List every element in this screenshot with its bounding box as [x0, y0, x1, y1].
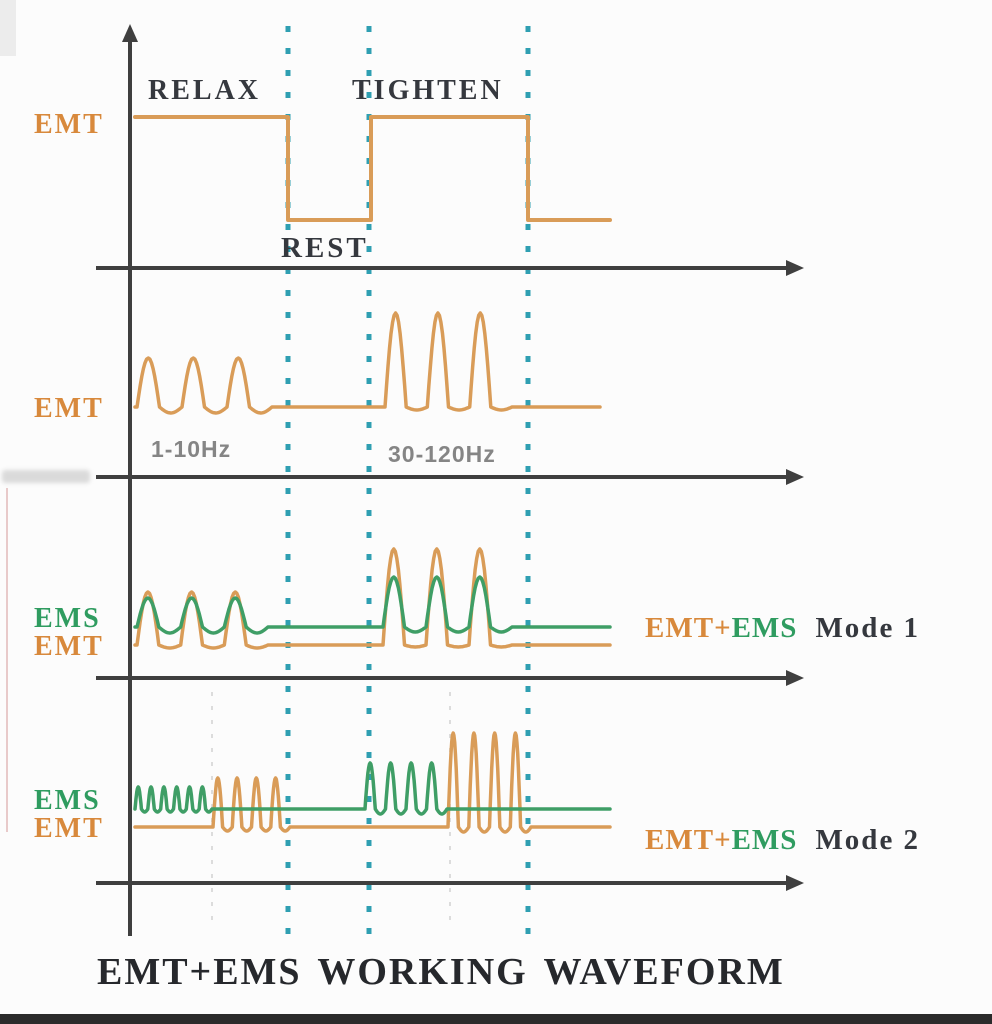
- panel4-emt-label: EMT: [34, 813, 104, 844]
- watermark-smudge: [2, 470, 90, 483]
- time-axis-arrowhead: [786, 260, 804, 276]
- scan-artifact: [0, 0, 16, 56]
- panel3-ems-label: EMS: [34, 603, 101, 634]
- panel4-ems-wave: [133, 761, 612, 816]
- mode2-legend-emt: EMT: [645, 824, 715, 856]
- mode1-legend-ems: EMS: [731, 612, 798, 644]
- bottom-border-bar: [0, 1014, 992, 1024]
- edge-artifact-line: [6, 488, 8, 832]
- panel2-emt-label: EMT: [34, 393, 104, 424]
- frequency-low-label: 1-10Hz: [151, 436, 232, 462]
- plus-sign: +: [714, 824, 732, 856]
- mode1-legend: EMT+EMS Mode 1: [645, 613, 920, 643]
- panel4-ems-label: EMS: [34, 785, 101, 816]
- frequency-high-label: 30-120Hz: [388, 441, 496, 467]
- time-axis-arrowhead: [786, 469, 804, 485]
- time-axis-arrowhead: [786, 875, 804, 891]
- tighten-phase-label: TIGHTEN: [352, 75, 504, 106]
- y-axis-arrowhead: [122, 24, 138, 42]
- relax-phase-label: RELAX: [148, 75, 262, 106]
- panel4-emt-wave: [133, 731, 612, 834]
- mode2-label: Mode 2: [815, 824, 921, 856]
- mode1-legend-emt: EMT: [645, 612, 715, 644]
- panel3-emt-wave: [133, 547, 612, 650]
- diagram-title: EMT+EMS WORKING WAVEFORM: [97, 951, 785, 993]
- plus-sign: +: [714, 612, 732, 644]
- panel1-emt-square-wave: [133, 115, 612, 222]
- mode2-legend: EMT+EMS Mode 2: [645, 825, 920, 855]
- mode2-legend-ems: EMS: [731, 824, 798, 856]
- mode1-label: Mode 1: [815, 612, 921, 644]
- time-axis-arrowhead: [786, 670, 804, 686]
- panel3-emt-label: EMT: [34, 631, 104, 662]
- panel1-emt-label: EMT: [34, 109, 104, 140]
- panel2-emt-sine-wave: [133, 311, 602, 415]
- rest-phase-label: REST: [281, 232, 369, 264]
- panel3-ems-wave: [133, 575, 612, 635]
